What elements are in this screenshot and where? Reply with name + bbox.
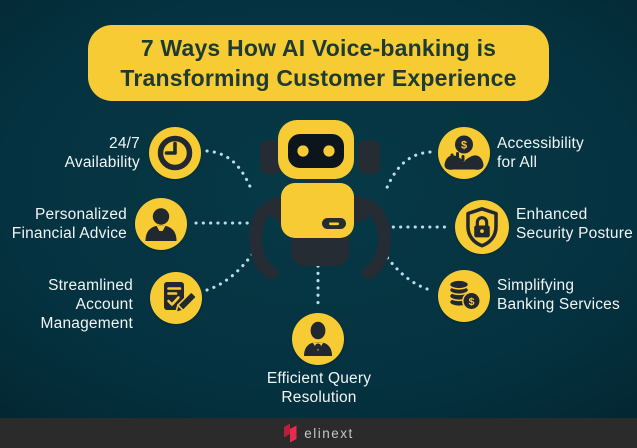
coin-stack-icon: $ <box>438 270 490 322</box>
connector-simplifying <box>381 250 432 292</box>
connector-availability <box>205 149 254 193</box>
robot-illustration <box>249 120 391 280</box>
connector-accessibility <box>383 150 432 194</box>
robot-body-slot-line <box>329 222 339 226</box>
feature-availability-label: 24/7 Availability <box>64 135 140 171</box>
feature-streamlined-account-label: Streamlined Account Management <box>40 277 133 332</box>
elinext-logo-icon <box>284 423 297 443</box>
feature-personalized-advice-label: Personalized Financial Advice <box>11 206 127 242</box>
svg-text:$: $ <box>461 140 467 152</box>
robot-right-arm <box>358 198 391 280</box>
hands-coin-icon: $ <box>438 127 490 179</box>
robot-left-arm <box>249 198 282 280</box>
robot-right-ear <box>358 140 380 174</box>
page-title: 7 Ways How AI Voice-banking is Transform… <box>120 35 517 91</box>
robot-body <box>281 183 354 238</box>
robot-left-ear <box>260 140 282 174</box>
footer-bar: elinext <box>0 418 637 448</box>
brand-name: elinext <box>304 425 354 441</box>
shield-lock-icon <box>455 200 509 254</box>
robot-left-eye <box>297 145 309 157</box>
robot-face <box>288 134 344 168</box>
feature-simplifying-label: Simplifying Banking Services <box>497 277 620 313</box>
title-banner: 7 Ways How AI Voice-banking is Transform… <box>88 25 549 101</box>
clock-icon <box>149 127 201 179</box>
feature-security-label: Enhanced Security Posture <box>516 206 633 242</box>
advisor-person-icon <box>135 198 187 250</box>
robot-right-eye <box>323 145 335 157</box>
support-agent-icon <box>292 313 344 365</box>
svg-text:$: $ <box>469 296 475 308</box>
feature-accessibility-label: Accessibility for All <box>497 135 585 171</box>
document-pencil-icon <box>150 272 202 324</box>
feature-query-resolution-label: Efficient Query Resolution <box>266 370 372 406</box>
